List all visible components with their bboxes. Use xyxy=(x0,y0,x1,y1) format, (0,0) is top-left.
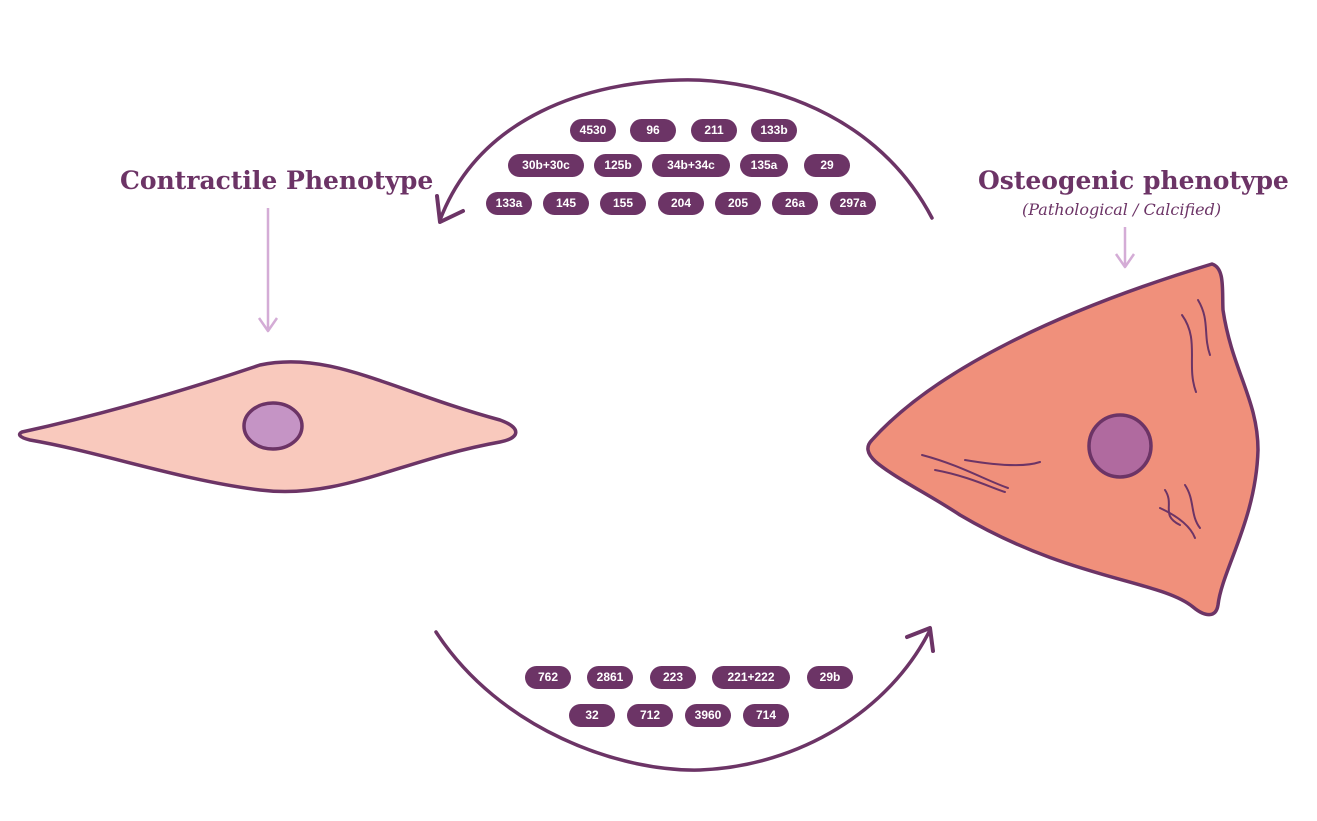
osteogenic-phenotype-title: Osteogenic phenotype xyxy=(978,166,1289,195)
top-cycle-arrow xyxy=(438,78,934,222)
contractile-phenotype-title: Contractile Phenotype xyxy=(120,166,434,195)
mirna-pill: 34b+34c xyxy=(652,154,730,177)
mirna-pill: 297a xyxy=(830,192,876,215)
bottom-cycle-arrow xyxy=(434,628,932,772)
mirna-pill: 205 xyxy=(715,192,761,215)
mirna-pill: 26a xyxy=(772,192,818,215)
mirna-pill: 712 xyxy=(627,704,673,727)
top-cycle-arrowhead xyxy=(435,194,465,224)
mirna-pill: 125b xyxy=(594,154,642,177)
mirna-pill: 29b xyxy=(807,666,853,689)
mirna-pill: 4530 xyxy=(570,119,616,142)
mirna-pill: 2861 xyxy=(587,666,633,689)
bottom-cycle-arrowhead xyxy=(905,626,935,653)
mirna-pill: 145 xyxy=(543,192,589,215)
mirna-pill: 714 xyxy=(743,704,789,727)
mirna-pill: 96 xyxy=(630,119,676,142)
osteogenic-wrinkles xyxy=(921,299,1211,539)
osteogenic-nucleus xyxy=(1087,413,1153,479)
mirna-pill: 762 xyxy=(525,666,571,689)
mirna-pill: 211 xyxy=(691,119,737,142)
mirna-pill: 223 xyxy=(650,666,696,689)
mirna-pill: 221+222 xyxy=(712,666,790,689)
mirna-pill: 135a xyxy=(740,154,788,177)
mirna-pill: 3960 xyxy=(685,704,731,727)
osteogenic-cell xyxy=(866,262,1260,617)
contractile-nucleus xyxy=(242,401,304,451)
osteogenic-pointer-arrow xyxy=(1114,227,1136,269)
mirna-pill: 155 xyxy=(600,192,646,215)
contractile-pointer-arrow xyxy=(257,208,279,333)
mirna-pill: 29 xyxy=(804,154,850,177)
mirna-pill: 32 xyxy=(569,704,615,727)
mirna-pill: 133b xyxy=(751,119,797,142)
mirna-pill: 204 xyxy=(658,192,704,215)
mirna-pill: 133a xyxy=(486,192,532,215)
osteogenic-phenotype-subtitle: (Pathological / Calcified) xyxy=(1022,200,1222,219)
mirna-pill: 30b+30c xyxy=(508,154,584,177)
